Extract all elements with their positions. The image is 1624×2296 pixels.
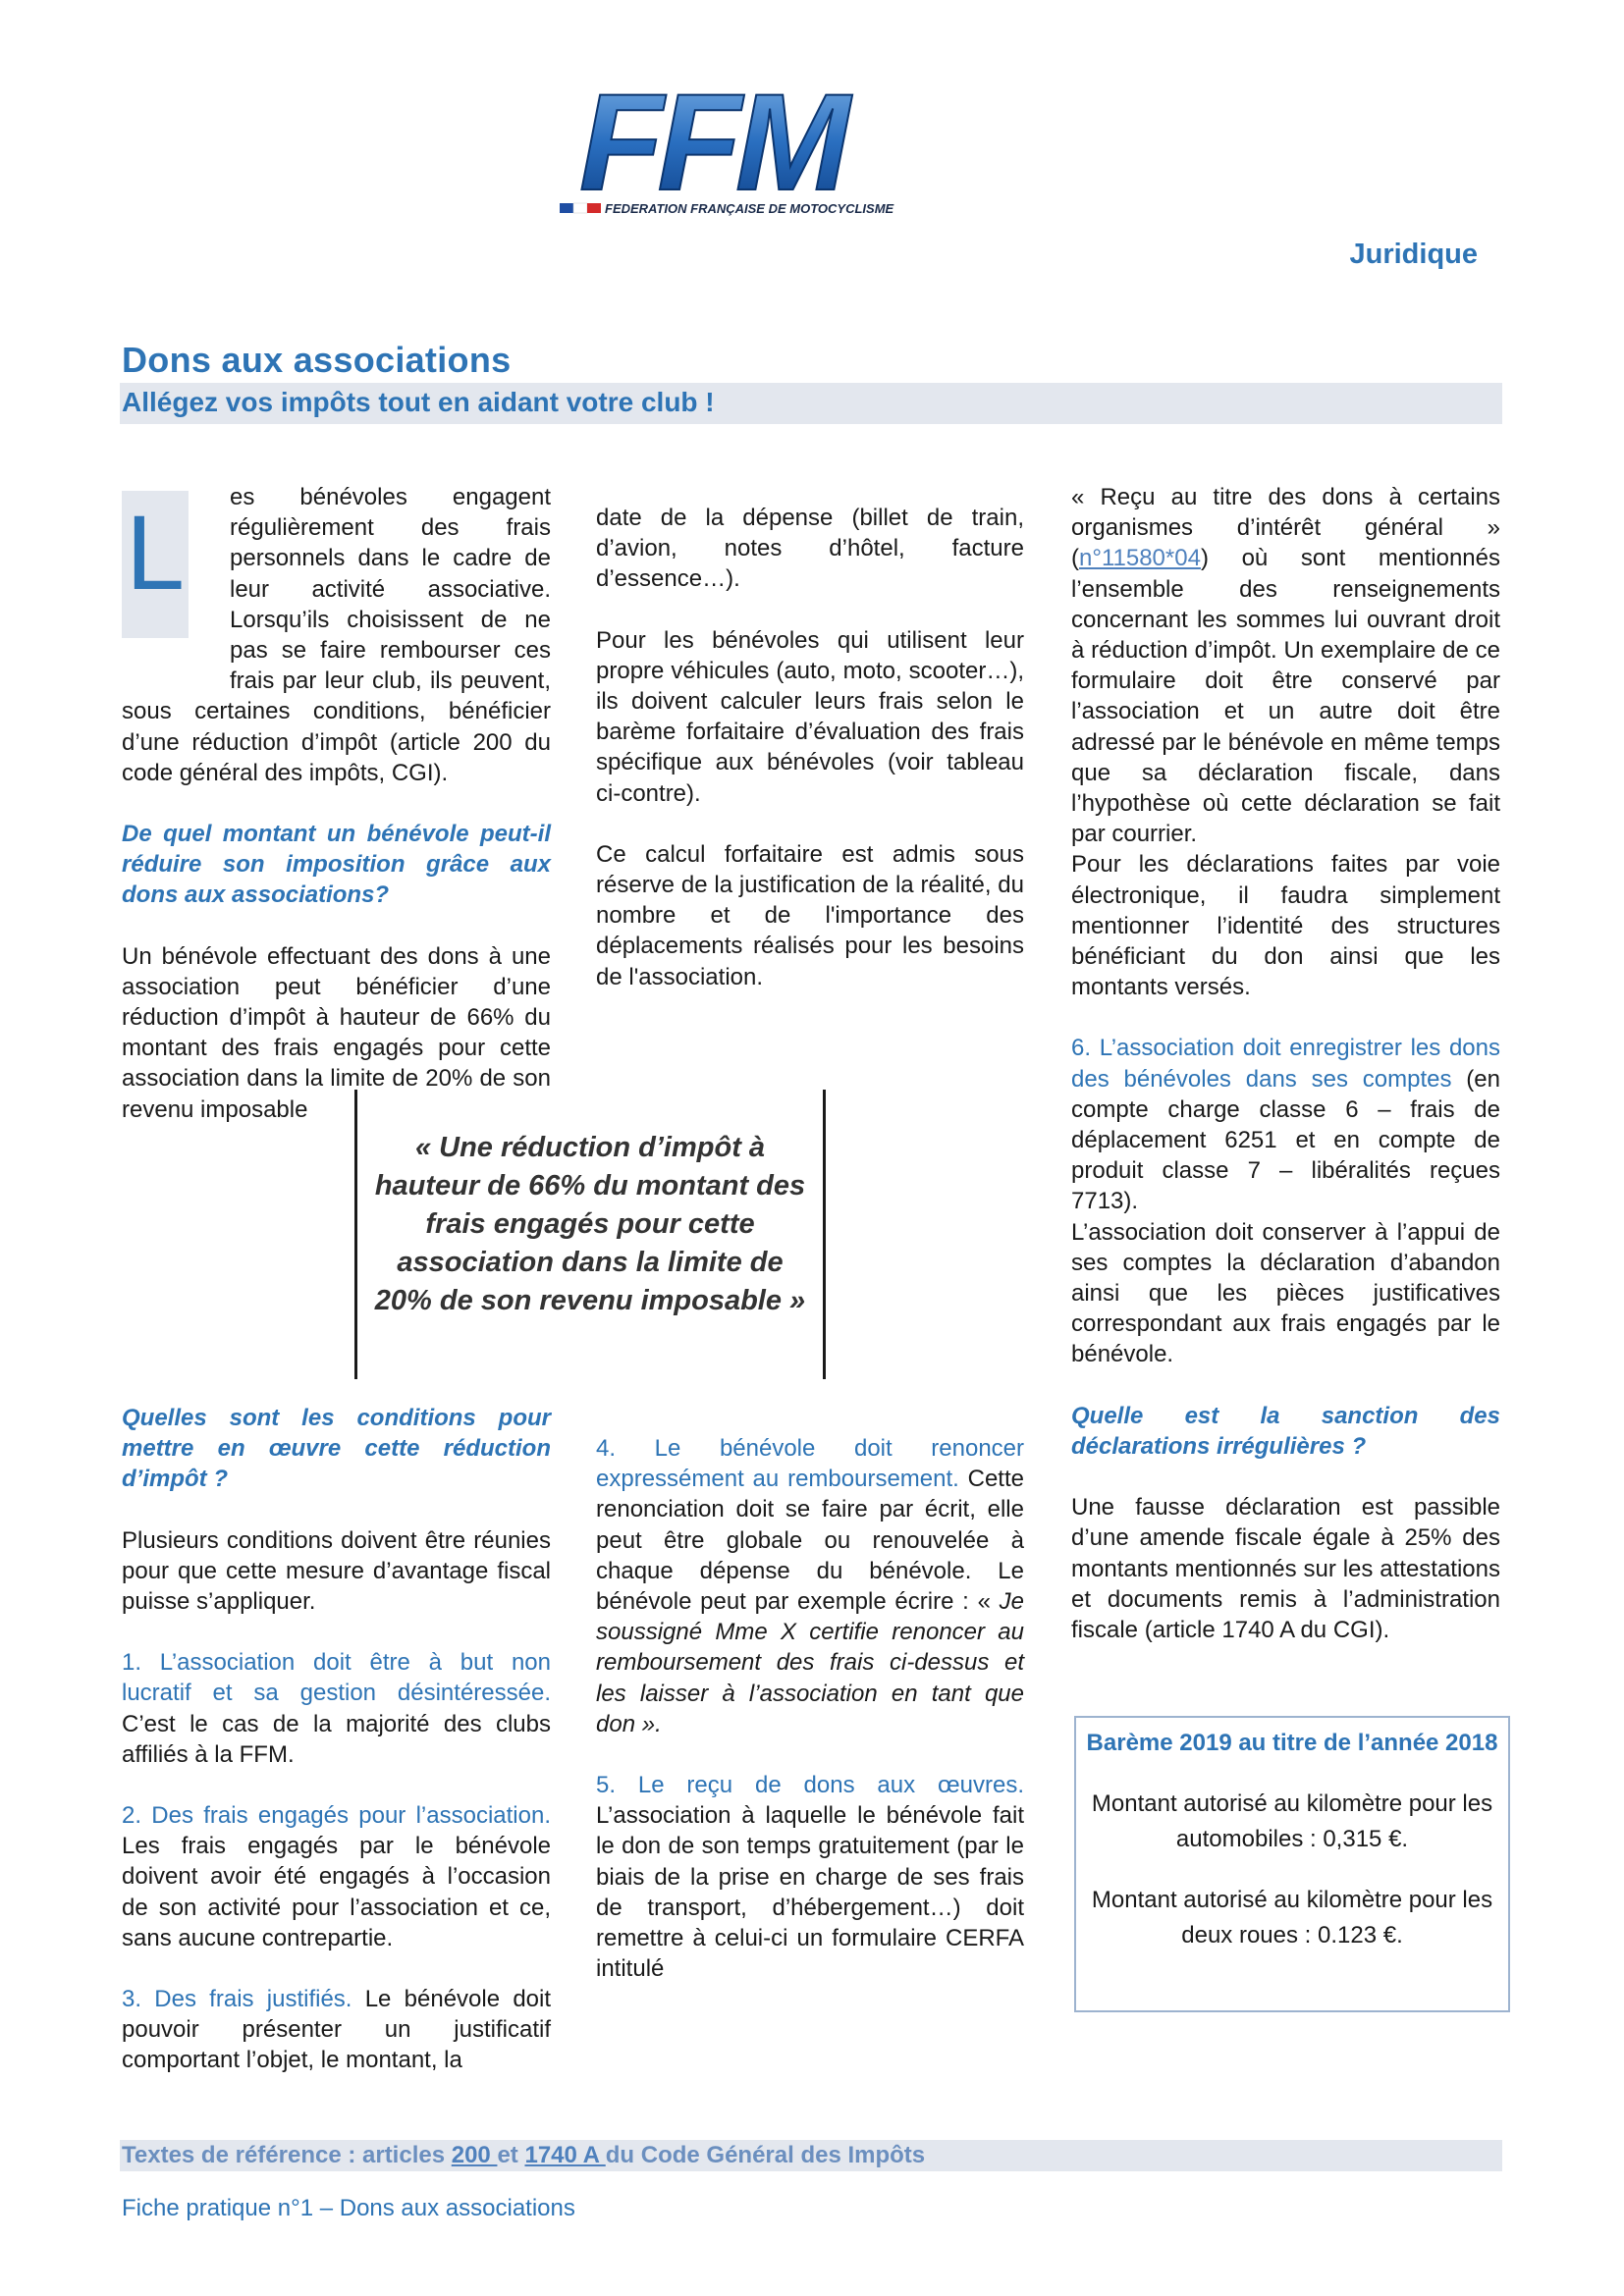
- dropcap-spacer: [122, 482, 230, 668]
- condition-4: 4. Le bénévole doit renoncer expressémen…: [596, 1433, 1024, 1739]
- article-1740a-link[interactable]: 1740 A: [524, 2142, 606, 2168]
- pull-quote-rule-left: [354, 1090, 357, 1379]
- answer-amount: Un bénévole effectuant des dons à une as…: [122, 942, 551, 1123]
- column-1: es bénévoles engagent régulièrement des …: [122, 482, 551, 1125]
- condition-4-text: Cette renonciation doit se faire par écr…: [596, 1466, 1024, 1616]
- condition-2-text: Les frais engagés par le bénévole doiven…: [122, 1833, 551, 1951]
- answer-sanction: Une fausse déclaration est passible d’un…: [1071, 1494, 1500, 1643]
- dropcap: L: [126, 493, 186, 612]
- intro-paragraph: es bénévoles engagent régulièrement des …: [122, 484, 551, 786]
- cerfa-link[interactable]: n°11580*04: [1079, 545, 1201, 572]
- section-label: Juridique: [1349, 239, 1478, 270]
- condition-3-text: Le bénévole doit pouvoir présenter un ju…: [122, 1986, 552, 2074]
- condition-5-heading: 5. Le reçu de dons aux œuvres.: [596, 1772, 1024, 1799]
- condition-1-text: C’est le cas de la majorité des clubs af…: [122, 1710, 551, 1768]
- column-2: date de la dépense (billet de train, d’a…: [596, 503, 1024, 992]
- condition-6-heading: 6. L’association doit enregistrer les do…: [1071, 1035, 1500, 1093]
- col2-paragraph-2: Pour les bénévoles qui utilisent leur pr…: [596, 626, 1024, 807]
- condition-3-heading: 3. Des frais justifiés.: [122, 1986, 352, 2013]
- references-bar: [120, 2140, 1502, 2171]
- condition-6-text: (en compte charge classe 6 – frais de dé…: [1071, 1065, 1500, 1215]
- bareme-box: Barème 2019 au titre de l’année 2018 Mon…: [1074, 1716, 1510, 2012]
- col3-p1-start: « Reçu au titre des dons à certains orga…: [1071, 484, 1500, 572]
- footer: Fiche pratique n°1 – Dons aux associatio…: [122, 2195, 575, 2221]
- col3-paragraph-3: L’association doit conserver à l’appui d…: [1071, 1218, 1500, 1368]
- svg-text:FEDERATION FRANÇAISE DE MOTOCY: FEDERATION FRANÇAISE DE MOTOCYCLISME: [605, 201, 894, 216]
- references-mid: et: [497, 2142, 525, 2168]
- column-1-lower: Quelles sont les conditions pour mettre …: [122, 1403, 551, 2076]
- page-title: Dons aux associations: [122, 340, 512, 380]
- page-subtitle: Allégez vos impôts tout en aidant votre …: [122, 387, 715, 417]
- col3-paragraph-1: « Reçu au titre des dons à certains orga…: [1071, 482, 1500, 849]
- condition-4-heading: 4. Le bénévole doit renoncer expressémen…: [596, 1435, 1024, 1493]
- references: Textes de référence : articles 200 et 17…: [122, 2142, 925, 2169]
- col2-paragraph-1: date de la dépense (billet de train, d’a…: [596, 505, 1024, 593]
- condition-2: 2. Des frais engagés pour l’association.…: [122, 1800, 551, 1953]
- renunciation-quote: Je soussigné Mme X certifie renoncer au …: [596, 1588, 1024, 1737]
- renunciation-quote-end: ».: [635, 1710, 662, 1737]
- references-label: Textes de référence : articles: [122, 2142, 452, 2168]
- bareme-title: Barème 2019 au titre de l’année 2018: [1086, 1730, 1498, 1756]
- col3-p1-end: ) où sont mentionnés l’ensemble des rens…: [1071, 545, 1500, 848]
- bareme-auto: Montant autorisé au kilomètre pour les a…: [1091, 1790, 1493, 1852]
- condition-5: 5. Le reçu de dons aux œuvres. L’associa…: [596, 1770, 1024, 1984]
- condition-6: 6. L’association doit enregistrer les do…: [1071, 1033, 1500, 1216]
- bareme-deux-roues: Montant autorisé au kilomètre pour les d…: [1091, 1887, 1493, 1949]
- pull-quote-rule-right: [823, 1090, 826, 1379]
- svg-text:FFM: FFM: [579, 83, 853, 219]
- dropcap-box: [122, 491, 189, 638]
- ffm-logo: FFM FEDERATION FRANÇAISE DE MOTOCYCLISME: [550, 64, 982, 231]
- question-conditions: Quelles sont les conditions pour mettre …: [122, 1405, 551, 1493]
- pull-quote: « Une réduction d’impôt à hauteur de 66%…: [374, 1132, 806, 1316]
- question-sanction: Quelle est la sanction des déclarations …: [1071, 1402, 1500, 1460]
- condition-1: 1. L’association doit être à but non luc…: [122, 1647, 551, 1770]
- subtitle-bar: [120, 383, 1502, 424]
- references-end: du Code Général des Impôts: [605, 2142, 926, 2168]
- column-3: « Reçu au titre des dons à certains orga…: [1071, 482, 1500, 1645]
- condition-1-heading: 1. L’association doit être à but non luc…: [122, 1649, 551, 1707]
- article-200-link[interactable]: 200: [451, 2142, 498, 2168]
- column-2-lower: 4. Le bénévole doit renoncer expressémen…: [596, 1433, 1024, 1984]
- question-amount: De quel montant un bénévole peut-il rédu…: [122, 821, 551, 909]
- col3-paragraph-2: Pour les déclarations faites par voie él…: [1071, 851, 1500, 1001]
- answer-conditions: Plusieurs conditions doivent être réunie…: [122, 1526, 551, 1616]
- condition-2-heading: 2. Des frais engagés pour l’association.: [122, 1802, 551, 1830]
- condition-5-text: L’association à laquelle le bénévole fai…: [596, 1802, 1024, 1983]
- col2-paragraph-3: Ce calcul forfaitaire est admis sous rés…: [596, 840, 1024, 990]
- condition-3: 3. Des frais justifiés. Le bénévole doit…: [122, 1984, 551, 2076]
